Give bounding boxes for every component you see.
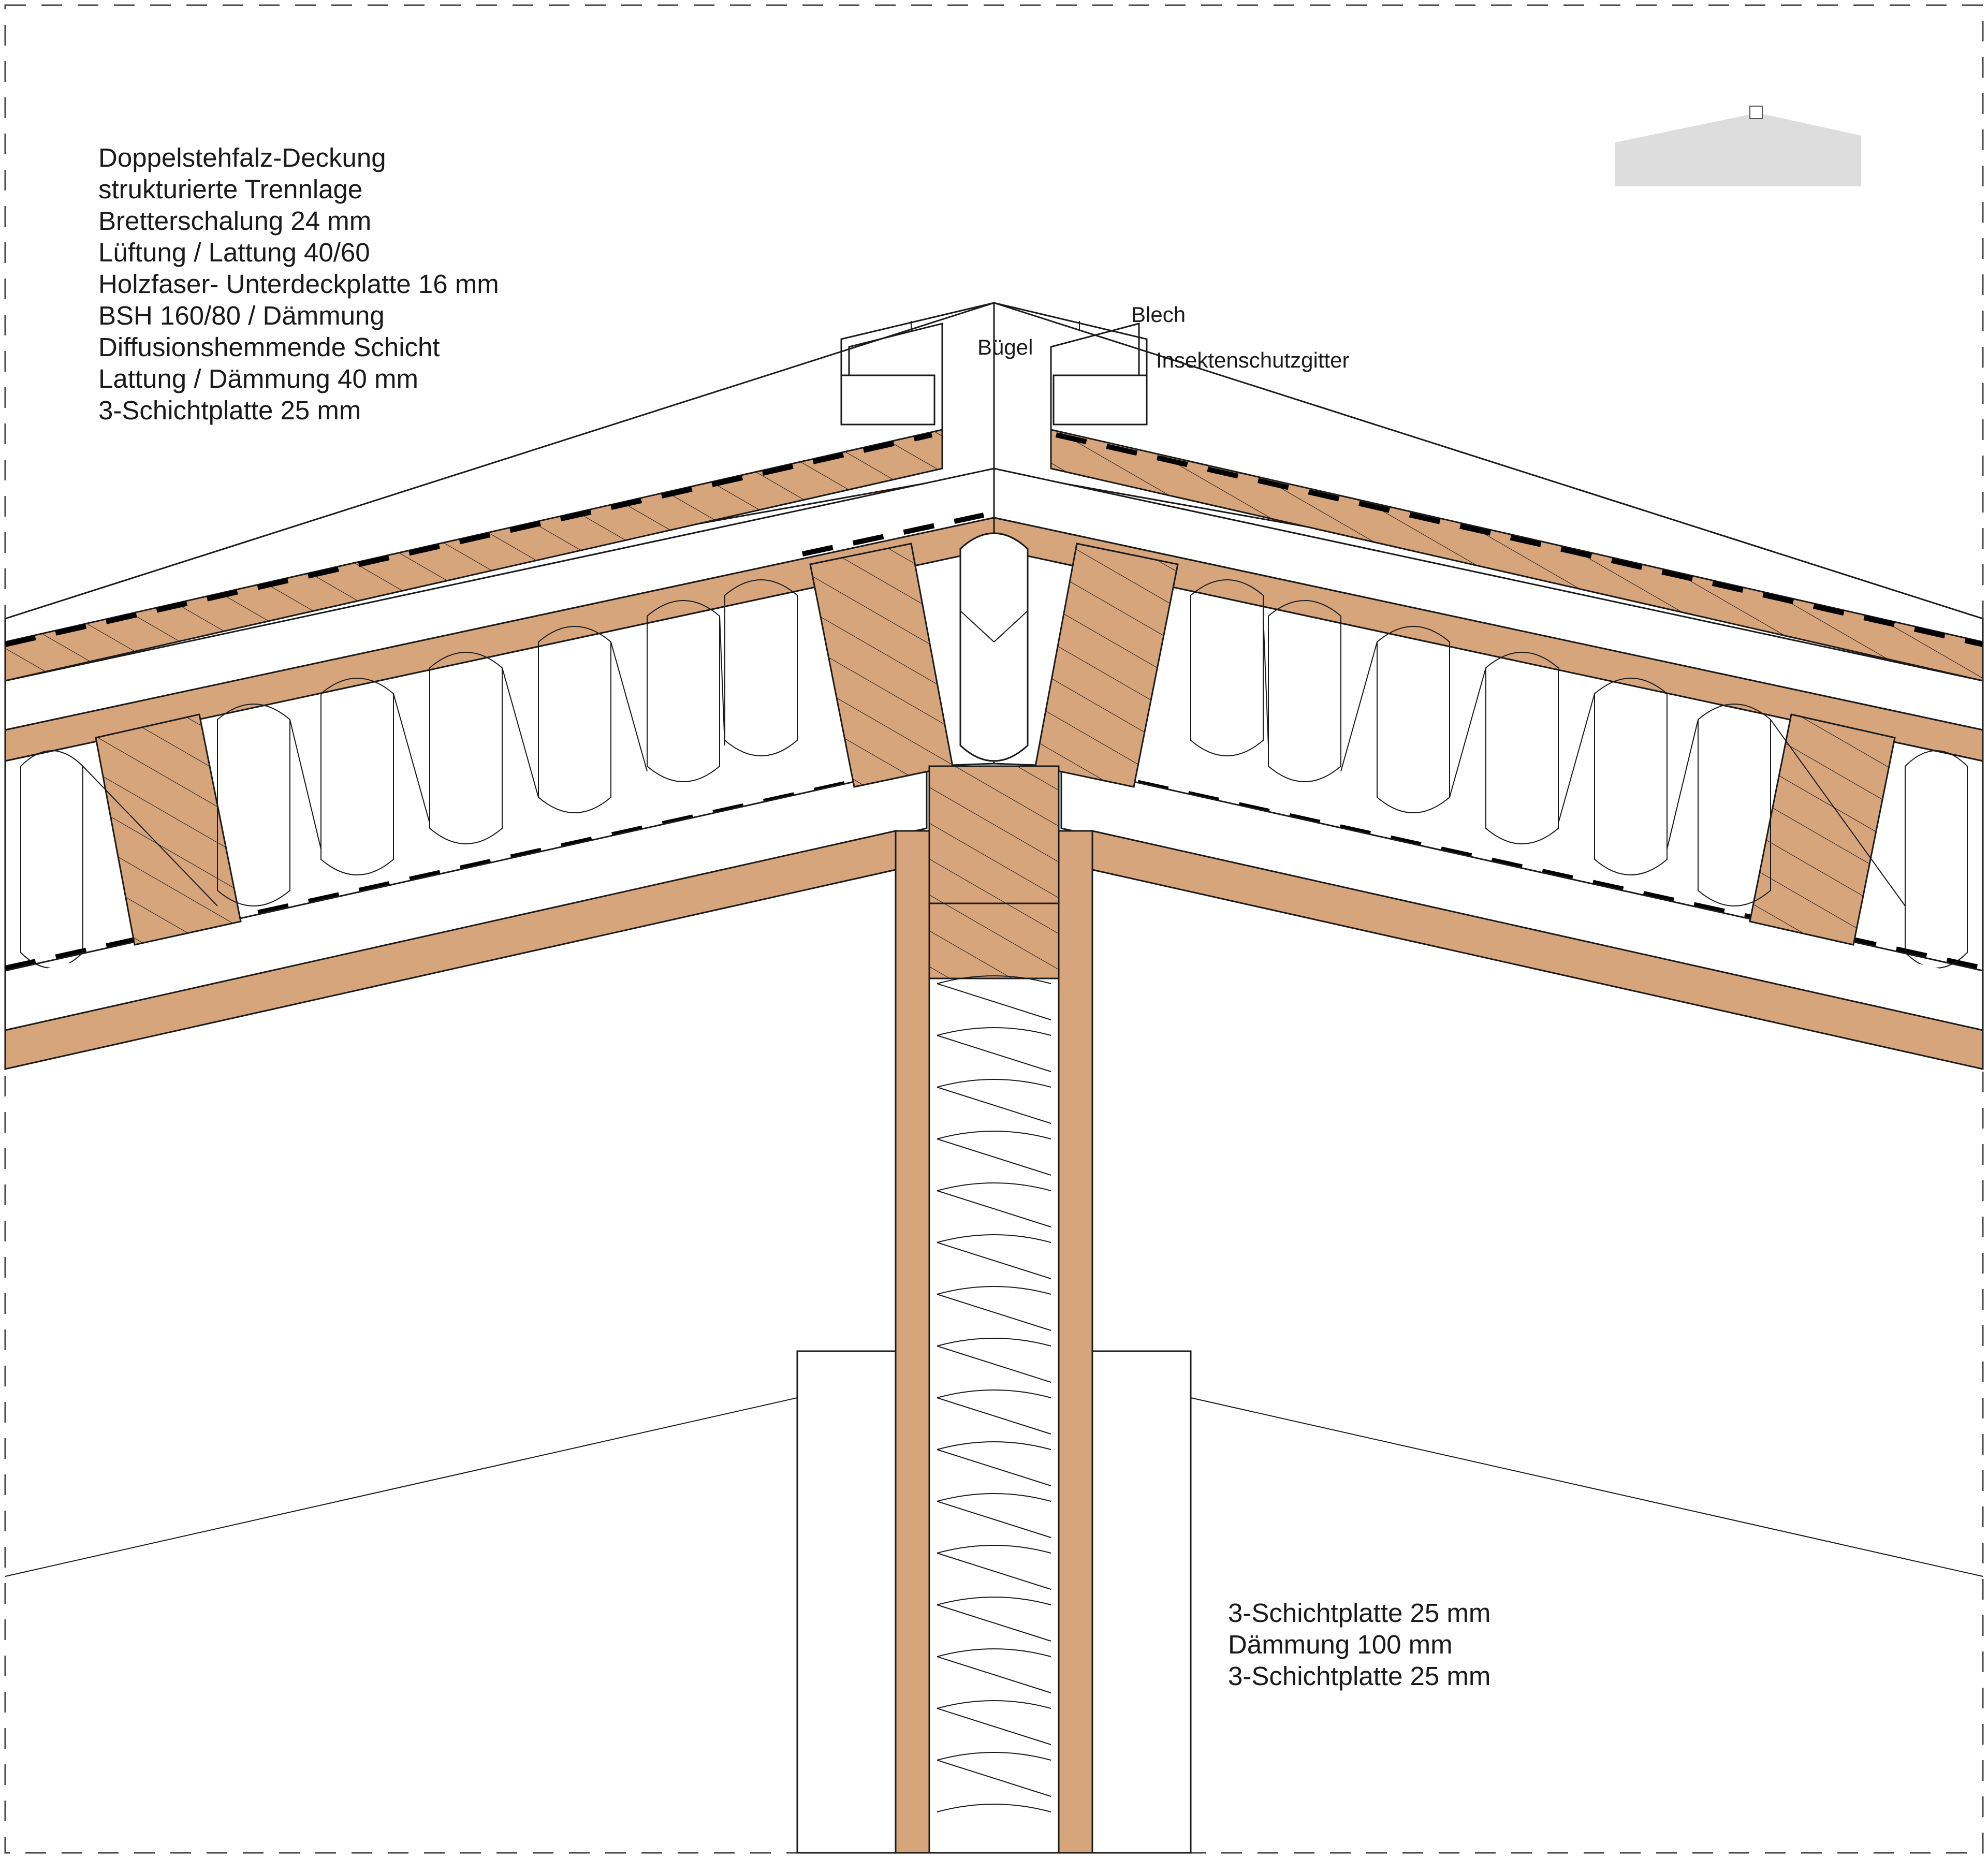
blech-label: Blech <box>1131 302 1186 327</box>
ridge-insulation <box>959 532 1029 762</box>
roof-right <box>993 301 1984 1070</box>
ridge-labels: Blech Bügel Insektenschutzgitter <box>977 302 1350 372</box>
roof-layer-label: BSH 160/80 / Dämmung <box>98 301 385 330</box>
roof-layer-label: Lattung / Dämmung 40 mm <box>98 364 418 393</box>
wall-layer-label: Dämmung 100 mm <box>1228 1630 1453 1659</box>
wall-board-right <box>1058 830 1093 1854</box>
wall-section <box>5 765 1983 1854</box>
roof-layer-label: Bretterschalung 24 mm <box>98 206 371 236</box>
keyplan-icon <box>1615 106 1861 186</box>
roof-left <box>4 301 995 1070</box>
wall-top-beam <box>928 765 1060 979</box>
wall-layer-legend: 3-Schichtplatte 25 mm Dämmung 100 mm 3-S… <box>1228 1598 1490 1691</box>
roof-layer-label: 3-Schichtplatte 25 mm <box>98 396 361 425</box>
roof-insulation-left <box>20 579 798 969</box>
wall-board-left <box>895 830 930 1854</box>
roof-layer-label: strukturierte Trennlage <box>98 174 362 204</box>
insektenschutzgitter-label: Insektenschutzgitter <box>1156 348 1350 372</box>
ridge-cap <box>840 302 1148 466</box>
roof-insulation-right <box>1190 579 1968 969</box>
wall-layer-label: 3-Schichtplatte 25 mm <box>1228 1661 1490 1691</box>
buegel-label: Bügel <box>977 335 1033 359</box>
wall-layer-label: 3-Schichtplatte 25 mm <box>1228 1598 1490 1628</box>
buegel-left <box>840 374 935 426</box>
roof-layer-label: Diffusionshemmende Schicht <box>98 332 440 362</box>
roof-layer-label: Holzfaser- Unterdeckplatte 16 mm <box>98 269 499 299</box>
roof-layer-legend: Doppelstehfalz-Deckung strukturierte Tre… <box>98 143 499 425</box>
roof-layer-label: Doppelstehfalz-Deckung <box>98 143 386 172</box>
buegel-right <box>1053 374 1148 426</box>
roof-layer-label: Lüftung / Lattung 40/60 <box>98 238 370 267</box>
